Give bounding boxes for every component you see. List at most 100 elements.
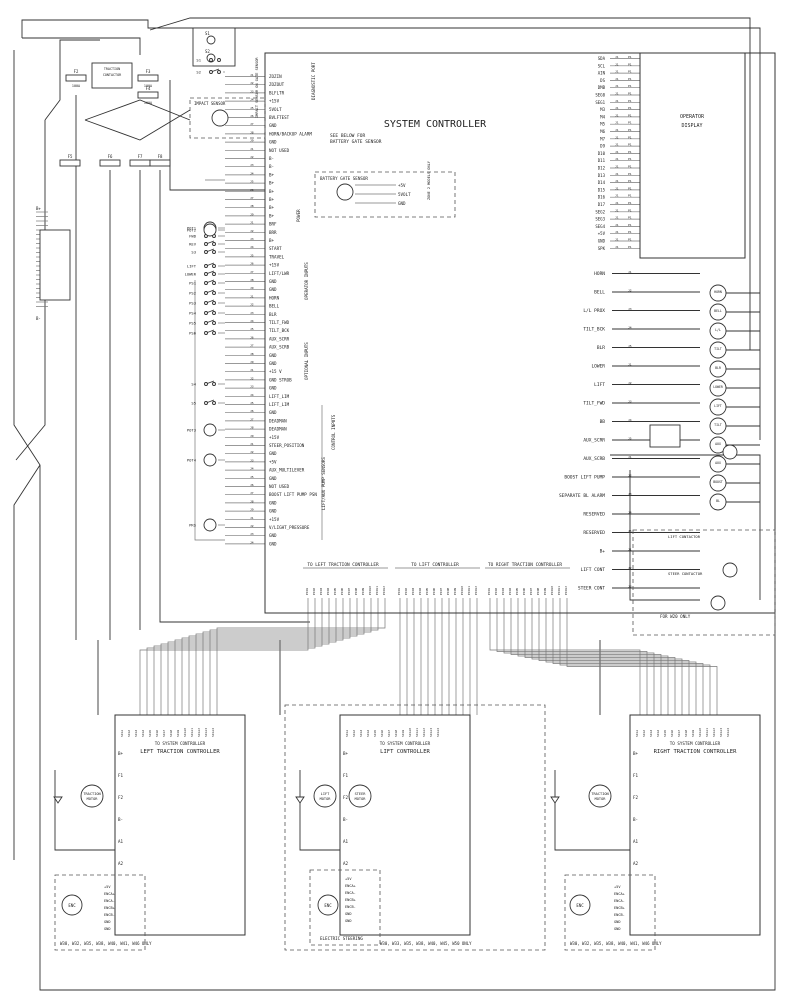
sc-input-conn: J4: [250, 393, 254, 397]
sc-input-40: LIFT_LIM: [269, 402, 290, 407]
component-label-12: PS4: [189, 311, 197, 316]
sc-input-15: B+: [269, 197, 275, 202]
sc-output-16: LIFT CONT: [581, 567, 606, 573]
bus-pin-label: PIN9: [361, 588, 365, 595]
battery-gate-title: BATTERY GATE SENSOR: [320, 176, 368, 181]
outer-cross: [13, 464, 41, 860]
lift_controller-terminal-5: A2: [343, 861, 349, 866]
right-enc-pin-5: GND: [614, 920, 621, 924]
display-pin-7: M3: [600, 107, 605, 112]
component-label-4: REV: [189, 242, 197, 247]
sc-input-conn: J7: [250, 122, 254, 126]
left_traction_controller-pin: SIG13: [204, 728, 208, 737]
switch-contact-icon: [212, 382, 216, 386]
component-label-14: PS6: [189, 331, 197, 336]
system-controller-title: SYSTEM CONTROLLER: [384, 119, 487, 130]
bus-pin-label: PIN7: [439, 588, 443, 595]
right_traction_controller-pin: SIG14: [726, 728, 730, 737]
sc-input-conn: J4: [250, 171, 254, 175]
sc-input-conn: J9: [250, 434, 254, 438]
sc-input-55: V/LIGHT_PRESSURE: [269, 525, 310, 530]
display-pin-3: DS: [600, 78, 605, 83]
display-pin-26: SPK: [598, 246, 606, 251]
bus-pin-label: PIN2: [312, 588, 316, 595]
bus-pin-label: PIN5: [333, 588, 337, 595]
display-pin-conn: J1: [615, 157, 619, 161]
steering-box: [309, 869, 381, 946]
sc-output-conn: J4: [628, 418, 632, 422]
bus-to-right: [496, 613, 648, 715]
output-device-icon: [709, 341, 727, 359]
wires-light: [36, 58, 718, 715]
left-enc-pin-4: ENCB-: [104, 913, 115, 917]
bus-to-left: [160, 613, 330, 715]
output-device-icon: [709, 493, 727, 511]
switch-contact-icon: [212, 250, 216, 254]
bus-pin-label: PIN12: [564, 586, 568, 595]
s1-label: S1: [205, 31, 210, 36]
sc-input-56: GND: [269, 533, 277, 538]
display-pin-22: SEG3: [595, 217, 605, 222]
output-device-icon: [709, 322, 727, 340]
left-enc-pin-0: +5V: [104, 885, 111, 889]
bus-pin-label: PIN9: [453, 588, 457, 595]
component-label-17: POT3: [187, 428, 196, 433]
display-pin-conn: J1: [615, 92, 619, 96]
display-pin-18: D15: [598, 187, 606, 192]
output-device-icon: [709, 303, 727, 321]
right_traction_controller-terminal-4: A1: [633, 839, 639, 844]
display-pin-conn-p: P1: [628, 172, 632, 176]
bus-to-left: [174, 613, 344, 715]
sc-output-3: TILT_BCK: [583, 327, 605, 333]
sc-output-4: BLR: [597, 345, 605, 351]
sc-output-1: BELL: [594, 290, 605, 296]
lift_controller-pin: SIG3: [359, 730, 363, 737]
sc-input-conn: J8: [250, 130, 254, 134]
potentiometer-icon: [203, 223, 217, 237]
bus-pin-label: PIN10: [368, 586, 372, 595]
sc-input-27: HORN: [269, 295, 280, 300]
fuse-icon: [129, 159, 151, 167]
optional-inputs-label: OPTIONAL INPUTS: [304, 342, 309, 380]
right_traction_controller-pin: SIG3: [649, 730, 653, 737]
sc-input-conn: J1: [250, 147, 254, 151]
display-pin-15: D12: [598, 166, 606, 171]
output-device-icon: [709, 417, 727, 435]
power-label: POWER: [296, 209, 301, 222]
right_traction_controller-pin: SIG8: [684, 730, 688, 737]
left_traction_controller-to-sc: TO SYSTEM CONTROLLER: [155, 741, 206, 746]
sc-output-conn: J1: [628, 363, 632, 367]
sc-input-30: TILT_FWD: [269, 320, 290, 325]
display-pin-conn: J1: [615, 55, 619, 59]
sc-input-conn: J7: [250, 344, 254, 348]
left_traction_controller-title: LEFT TRACTION CONTROLLER: [140, 749, 220, 755]
sc-input-25: GND: [269, 279, 277, 284]
operator-display-title-2: DISPLAY: [681, 123, 702, 129]
right_traction_controller-pin: SIG10: [698, 728, 702, 737]
display-pin-0: SDA: [598, 56, 606, 61]
component-label-10: PS2: [189, 291, 196, 296]
output-device-icon: [709, 436, 727, 454]
display-pin-conn-p: P1: [628, 208, 632, 212]
fuse-rating-0: 100A: [72, 84, 80, 88]
component-label-5: S3: [191, 250, 196, 255]
switch-contact-icon: [212, 331, 216, 335]
sc-input-12: B+: [269, 172, 275, 177]
display-pin-24: +5V: [598, 231, 606, 236]
fuse-label-4: F6: [108, 154, 113, 159]
battery-connector-icon: [39, 229, 71, 301]
sc-output-conn: J3: [628, 307, 632, 311]
switch-contact-icon: [204, 272, 208, 276]
sc-input-4: 5VOLT: [269, 107, 282, 112]
sc-input-51: BOOST LIFT PUMP PSN: [269, 492, 317, 497]
display-pin-conn-p: P1: [628, 99, 632, 103]
display-pin-conn: J1: [615, 99, 619, 103]
sc-output-7: TILT_FWD: [583, 401, 605, 407]
switch-contact-icon: [204, 264, 208, 268]
sc-output-11: BOOST LIFT PUMP: [564, 475, 605, 481]
sc-input-conn: J6: [250, 262, 254, 266]
sc-input-conn: J1: [250, 294, 254, 298]
display-pin-14: D11: [598, 158, 606, 163]
fuse-rating-2: 100A: [144, 101, 152, 105]
